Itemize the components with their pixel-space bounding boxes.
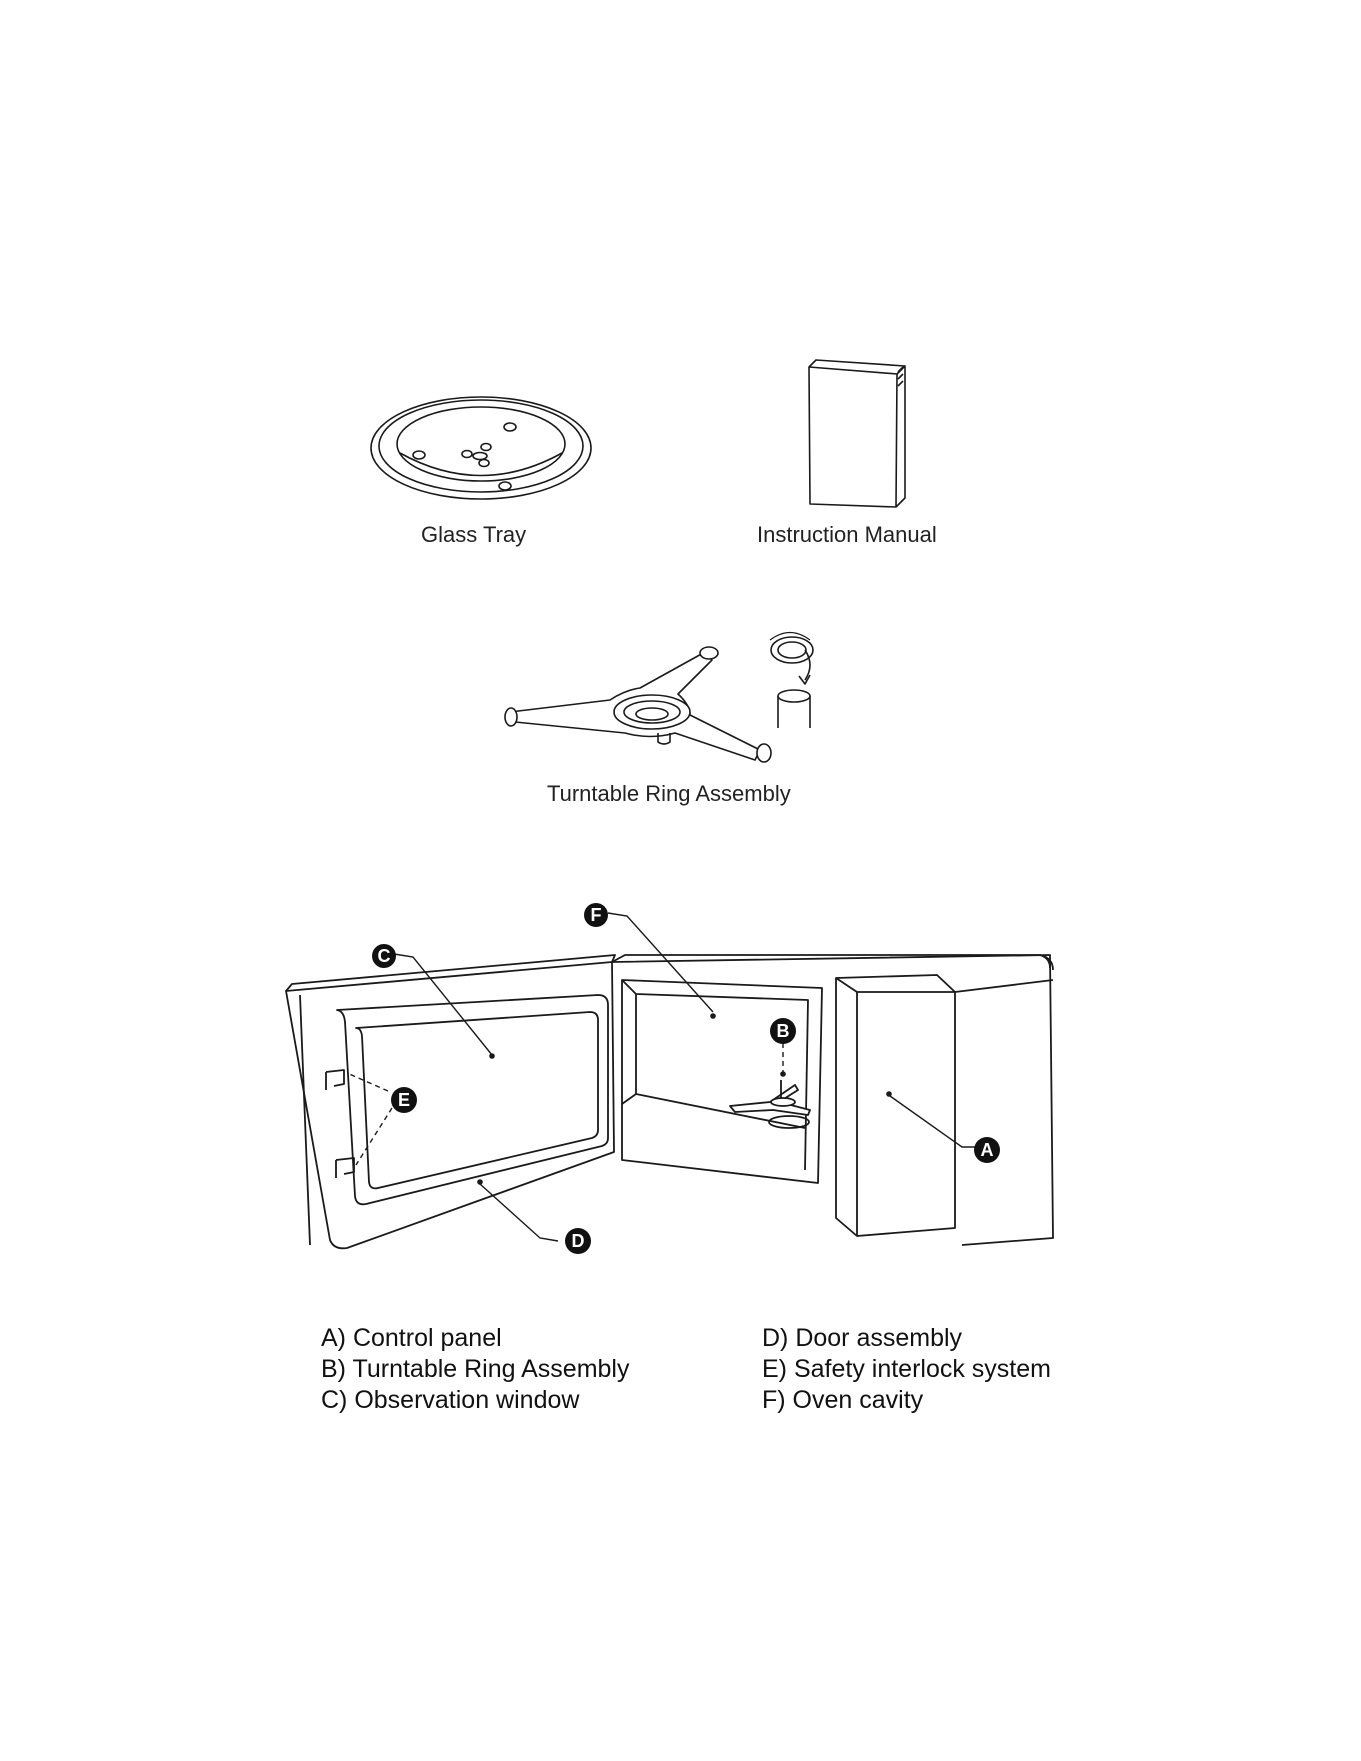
callout-badge-d: D (565, 1228, 591, 1254)
legend-item-f: F) Oven cavity (762, 1385, 1051, 1416)
callout-badge-c: C (372, 944, 396, 968)
legend-item-a: A) Control panel (321, 1323, 629, 1354)
svg-text:C: C (378, 946, 391, 966)
parts-legend-left: A) Control panel B) Turntable Ring Assem… (321, 1323, 629, 1416)
svg-text:A: A (981, 1140, 994, 1160)
parts-legend-right: D) Door assembly E) Safety interlock sys… (762, 1323, 1051, 1416)
svg-text:D: D (572, 1231, 585, 1251)
instruction-manual-caption: Instruction Manual (757, 522, 937, 548)
callout-badge-e: E (391, 1087, 417, 1113)
legend-item-e: E) Safety interlock system (762, 1354, 1051, 1385)
legend-item-c: C) Observation window (321, 1385, 629, 1416)
turntable-ring-illustration (505, 633, 813, 763)
svg-text:B: B (777, 1021, 790, 1041)
callout-badge-b: B (770, 1018, 796, 1044)
svg-text:F: F (591, 905, 602, 925)
instruction-manual-illustration (809, 360, 905, 507)
turntable-ring-caption: Turntable Ring Assembly (547, 781, 791, 807)
glass-tray-illustration (371, 397, 591, 499)
legend-item-b: B) Turntable Ring Assembly (321, 1354, 629, 1385)
glass-tray-caption: Glass Tray (421, 522, 526, 548)
callout-badge-f: F (584, 903, 608, 927)
legend-item-d: D) Door assembly (762, 1323, 1051, 1354)
svg-text:E: E (398, 1090, 410, 1110)
callout-badge-a: A (974, 1137, 1000, 1163)
